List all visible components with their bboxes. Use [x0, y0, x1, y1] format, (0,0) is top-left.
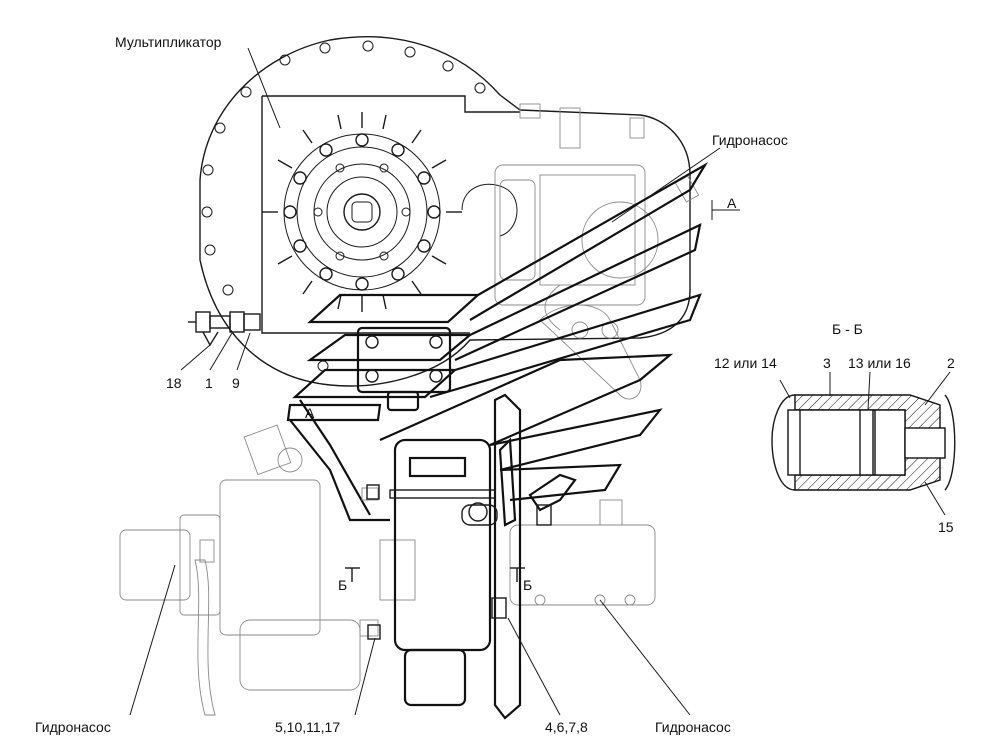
drain-valve: [188, 311, 261, 347]
bottom-assembly: [119, 393, 656, 720]
leader-lines: [180, 47, 740, 371]
connector-bands: [379, 161, 709, 502]
inner-bolts: [313, 163, 411, 261]
label-arrow-a: А: [727, 195, 737, 211]
label-18: 18: [166, 375, 182, 391]
label-view-a: А: [305, 405, 315, 421]
label-section-b-right: Б: [523, 577, 532, 593]
housing-bolts: [201, 40, 486, 372]
label-2: 2: [947, 355, 955, 371]
labels: Мультипликатор Гидронасос А 18 1 9 А Б -…: [35, 34, 955, 735]
label-12-14: 12 или 14: [714, 355, 777, 371]
label-section-b-left: Б: [338, 577, 347, 593]
flange-bolts: [283, 133, 441, 291]
label-15: 15: [938, 519, 954, 535]
top-hydraulic-pump: [494, 103, 700, 400]
input-flange: [262, 112, 518, 312]
section-b-b-view: [771, 371, 956, 516]
label-3: 3: [823, 355, 831, 371]
label-section-title: Б - Б: [832, 321, 863, 337]
label-pump-bottom-left: Гидронасос: [35, 719, 111, 735]
flange-spokes: [262, 112, 462, 312]
section-markers: [345, 567, 525, 582]
label-5-10-11-17: 5,10,11,17: [275, 719, 340, 735]
label-4-6-7-8: 4,6,7,8: [545, 719, 588, 735]
view-a-plates: [286, 293, 481, 522]
label-9: 9: [232, 375, 240, 391]
bottom-leader-lines: [129, 564, 691, 716]
label-pump-bottom-right: Гидронасос: [655, 719, 731, 735]
label-pump-top: Гидронасос: [712, 132, 788, 148]
label-1: 1: [205, 375, 213, 391]
label-13-16: 13 или 16: [848, 355, 911, 371]
label-multiplier: Мультипликатор: [115, 34, 222, 50]
